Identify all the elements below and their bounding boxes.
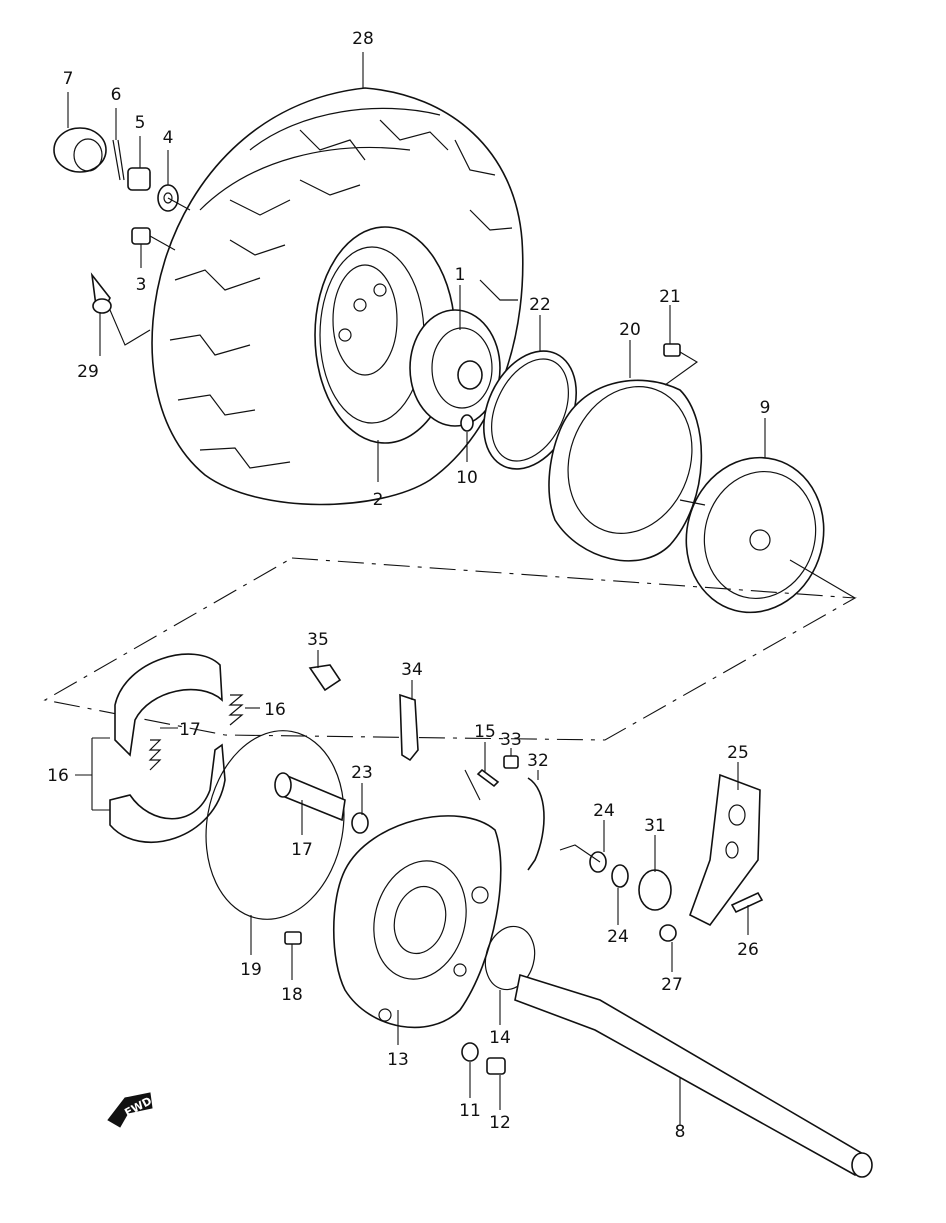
callout-31: 29 xyxy=(77,362,99,382)
callout-33: 33 xyxy=(500,730,522,750)
callout-16: 16 xyxy=(47,766,69,786)
rear-axle xyxy=(514,973,873,1178)
callout-24b: 24 xyxy=(593,801,615,821)
callout-24a: 23 xyxy=(351,763,373,783)
bolt-19 xyxy=(284,931,302,945)
seal-ring xyxy=(482,350,578,470)
brake-arm-26 xyxy=(689,773,761,927)
ring-24a xyxy=(351,812,369,834)
callout-32: 32 xyxy=(527,751,549,771)
callout-14: 14 xyxy=(489,1028,511,1048)
wheel-nut xyxy=(131,227,151,245)
pin-15 xyxy=(476,768,500,788)
cotter-pin xyxy=(112,139,125,181)
spring-17a xyxy=(228,694,244,726)
washer-11 xyxy=(461,1042,479,1062)
callout-7: 7 xyxy=(63,69,74,89)
brake-cover xyxy=(548,379,703,562)
o-ring-large xyxy=(205,730,345,920)
bolt-22 xyxy=(663,343,681,357)
callout-17a: 16 xyxy=(264,700,286,720)
callout-26: 25 xyxy=(727,743,749,763)
callout-25: 24 xyxy=(607,927,629,947)
tire-valve xyxy=(90,272,112,314)
brake-drum xyxy=(679,456,825,614)
nut-28 xyxy=(659,924,677,942)
callout-4: 4 xyxy=(163,128,174,148)
callout-10: 10 xyxy=(456,468,478,488)
o-ring-10 xyxy=(460,414,474,432)
lever-34 xyxy=(399,693,419,762)
callout-13: 13 xyxy=(387,1050,409,1070)
callout-12: 12 xyxy=(489,1113,511,1133)
callout-23: 22 xyxy=(529,295,551,315)
callout-27: 26 xyxy=(737,940,759,960)
callout-22: 21 xyxy=(659,287,681,307)
callout-30: 28 xyxy=(352,29,374,49)
washer-25 xyxy=(611,864,629,888)
hub-cap xyxy=(53,127,107,173)
callout-3: 3 xyxy=(136,275,147,295)
nut-33 xyxy=(503,755,519,769)
callout-6: 6 xyxy=(111,85,122,105)
callout-18: 17 xyxy=(291,840,313,860)
bolt-12 xyxy=(486,1057,506,1075)
callout-5: 5 xyxy=(135,113,146,133)
callout-21: 20 xyxy=(619,320,641,340)
leader-lines-top xyxy=(67,52,766,482)
callout-labels: 28 7 6 5 4 3 29 1 2 22 20 21 9 10 35 34 … xyxy=(47,29,770,1142)
callout-20: 19 xyxy=(240,960,262,980)
brake-shoes xyxy=(109,653,226,843)
callout-8: 8 xyxy=(675,1122,686,1142)
callout-28: 27 xyxy=(661,975,683,995)
callout-34: 34 xyxy=(401,660,423,680)
assembly-frame xyxy=(43,557,857,741)
callout-15: 15 xyxy=(474,722,496,742)
clip-35 xyxy=(308,664,342,692)
leader-lines-lower xyxy=(75,650,749,1125)
callout-11: 11 xyxy=(459,1101,481,1121)
ring-24b xyxy=(589,851,607,873)
callout-29: 31 xyxy=(644,816,666,836)
callout-2: 2 xyxy=(373,490,384,510)
hose-32 xyxy=(527,777,545,871)
callout-1: 1 xyxy=(455,265,466,285)
callout-19: 18 xyxy=(281,985,303,1005)
callout-17b: 17 xyxy=(179,720,201,740)
fwd-direction-icon: FWD xyxy=(107,1092,154,1128)
spring-29 xyxy=(638,869,672,911)
callout-9: 9 xyxy=(760,398,771,418)
brake-camshaft xyxy=(274,772,346,822)
spring-17b xyxy=(148,739,162,771)
wheel-hub xyxy=(409,309,501,427)
ring-14 xyxy=(484,925,536,991)
bolt-27 xyxy=(730,891,764,914)
callout-35: 35 xyxy=(307,630,329,650)
brake-backing-plate xyxy=(332,815,502,1029)
castle-nut xyxy=(127,167,151,191)
